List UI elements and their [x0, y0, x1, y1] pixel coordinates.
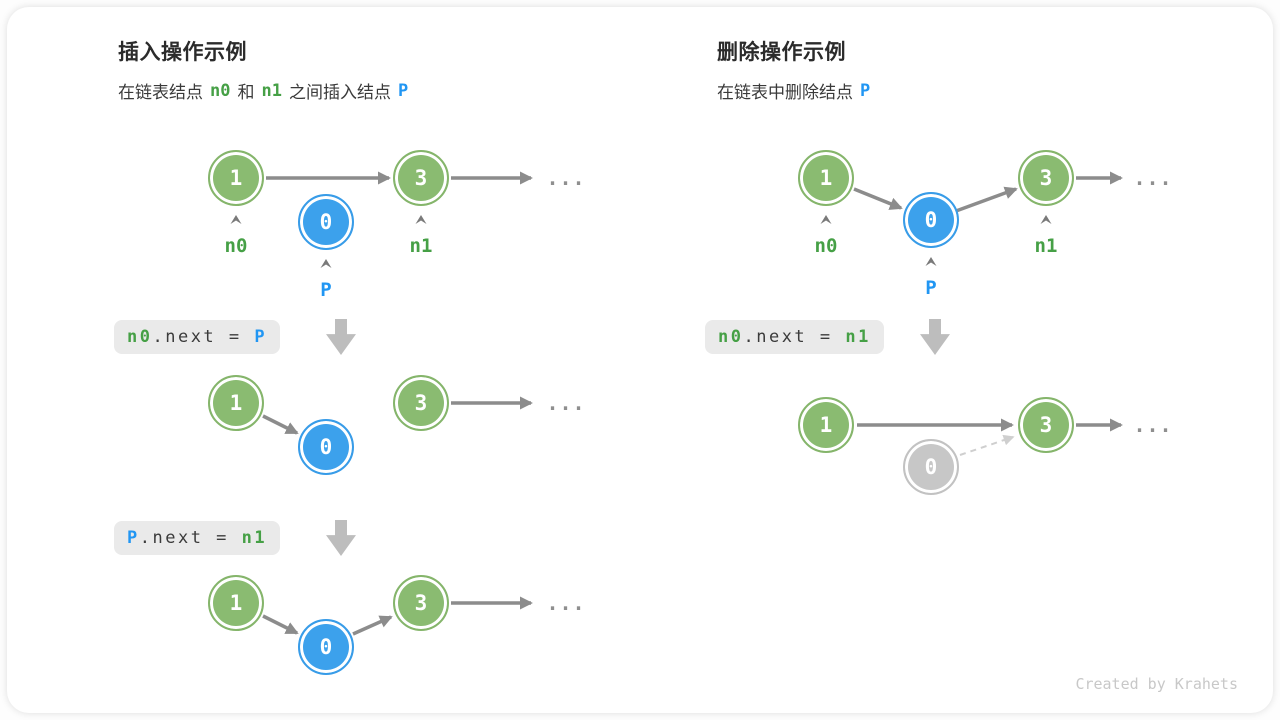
ellipsis: ... — [546, 166, 586, 190]
caret-icon — [1040, 215, 1052, 224]
down-arrow-icon — [326, 520, 356, 556]
code-step-delete-1: n0.next = n1 — [705, 320, 884, 354]
insert-panel-subtitle: 在链表结点 n0 和 n1 之间插入结点 P — [118, 78, 415, 103]
subtitle-n1: n1 — [261, 80, 282, 101]
node-value: 0 — [924, 455, 938, 479]
caption-p: P — [925, 277, 937, 299]
down-arrow-icon — [326, 319, 356, 355]
node-value: 3 — [1039, 413, 1053, 437]
caption-n0: n0 — [814, 235, 838, 257]
subtitle-text: 和 — [237, 83, 255, 102]
code-lhs: P — [127, 528, 140, 548]
code-rhs: P — [254, 327, 268, 347]
code-step-insert-2: P.next = n1 — [114, 521, 281, 555]
ellipsis: ... — [546, 591, 586, 615]
node-1: 1 — [798, 397, 854, 453]
node-value: 0 — [319, 435, 333, 459]
pointer-carets — [230, 215, 1052, 268]
node-value: 3 — [414, 391, 428, 415]
subtitle-text: 在链表结点 — [118, 83, 203, 102]
node-value: 3 — [1039, 166, 1053, 190]
code-rhs: n1 — [241, 528, 268, 548]
code-op: .next = — [139, 528, 242, 548]
node-3: 3 — [393, 375, 449, 431]
node-1: 1 — [208, 150, 264, 206]
delete-panel-title: 删除操作示例 — [717, 41, 846, 64]
subtitle-p: P — [397, 80, 409, 101]
caption-n0: n0 — [224, 235, 248, 257]
subtitle-text: 之间插入结点 — [288, 83, 391, 102]
caret-icon — [925, 257, 937, 266]
code-lhs: n0 — [127, 327, 153, 347]
dashed-arrow-removed-to-3 — [959, 434, 1015, 456]
node-value: 0 — [319, 210, 333, 234]
node-p: 0 — [298, 619, 354, 675]
node-p: 0 — [298, 419, 354, 475]
node-value: 1 — [229, 166, 243, 190]
node-value: 0 — [319, 635, 333, 659]
node-value: 1 — [229, 591, 243, 615]
insert-panel-title: 插入操作示例 — [118, 41, 247, 64]
caret-icon — [820, 215, 832, 224]
node-value: 3 — [414, 591, 428, 615]
node-value: 1 — [229, 391, 243, 415]
caret-icon — [230, 215, 242, 224]
caption-n1: n1 — [409, 235, 433, 257]
ellipsis: ... — [1133, 166, 1173, 190]
node-value: 1 — [819, 413, 833, 437]
node-3: 3 — [393, 150, 449, 206]
node-value: 0 — [924, 208, 938, 232]
node-3: 3 — [393, 575, 449, 631]
node-1: 1 — [208, 575, 264, 631]
code-lhs: n0 — [718, 327, 744, 347]
arrow-insert-r3-1to0 — [262, 614, 299, 635]
code-step-insert-1: n0.next = P — [114, 320, 281, 354]
node-value: 3 — [414, 166, 428, 190]
code-rhs: n1 — [845, 327, 871, 347]
caption-n1: n1 — [1034, 235, 1058, 257]
caret-icon — [415, 215, 427, 224]
arrow-insert-r3-0to3 — [352, 615, 393, 636]
arrow-insert-r2-1to0 — [262, 414, 299, 435]
subtitle-n0: n0 — [210, 80, 231, 101]
node-1: 1 — [208, 375, 264, 431]
node-value: 1 — [819, 166, 833, 190]
arrow-delete-r1-1to0 — [853, 187, 903, 210]
node-1: 1 — [798, 150, 854, 206]
delete-panel-subtitle: 在链表中删除结点 P — [717, 78, 877, 103]
node-p: 0 — [903, 192, 959, 248]
ellipsis: ... — [546, 391, 586, 415]
down-arrow-icon — [920, 319, 950, 355]
caption-p: P — [320, 279, 332, 301]
node-p: 0 — [298, 194, 354, 250]
watermark: Created by Krahets — [1075, 675, 1238, 693]
node-3: 3 — [1018, 397, 1074, 453]
subtitle-p: P — [860, 80, 871, 101]
caret-icon — [320, 259, 332, 268]
code-op: .next = — [743, 327, 846, 347]
subtitle-text: 在链表中删除结点 — [717, 83, 853, 102]
ellipsis: ... — [1133, 413, 1173, 437]
node-3: 3 — [1018, 150, 1074, 206]
code-op: .next = — [152, 327, 255, 347]
arrow-delete-r1-0to3 — [955, 186, 1018, 213]
node-removed: 0 — [903, 439, 959, 495]
